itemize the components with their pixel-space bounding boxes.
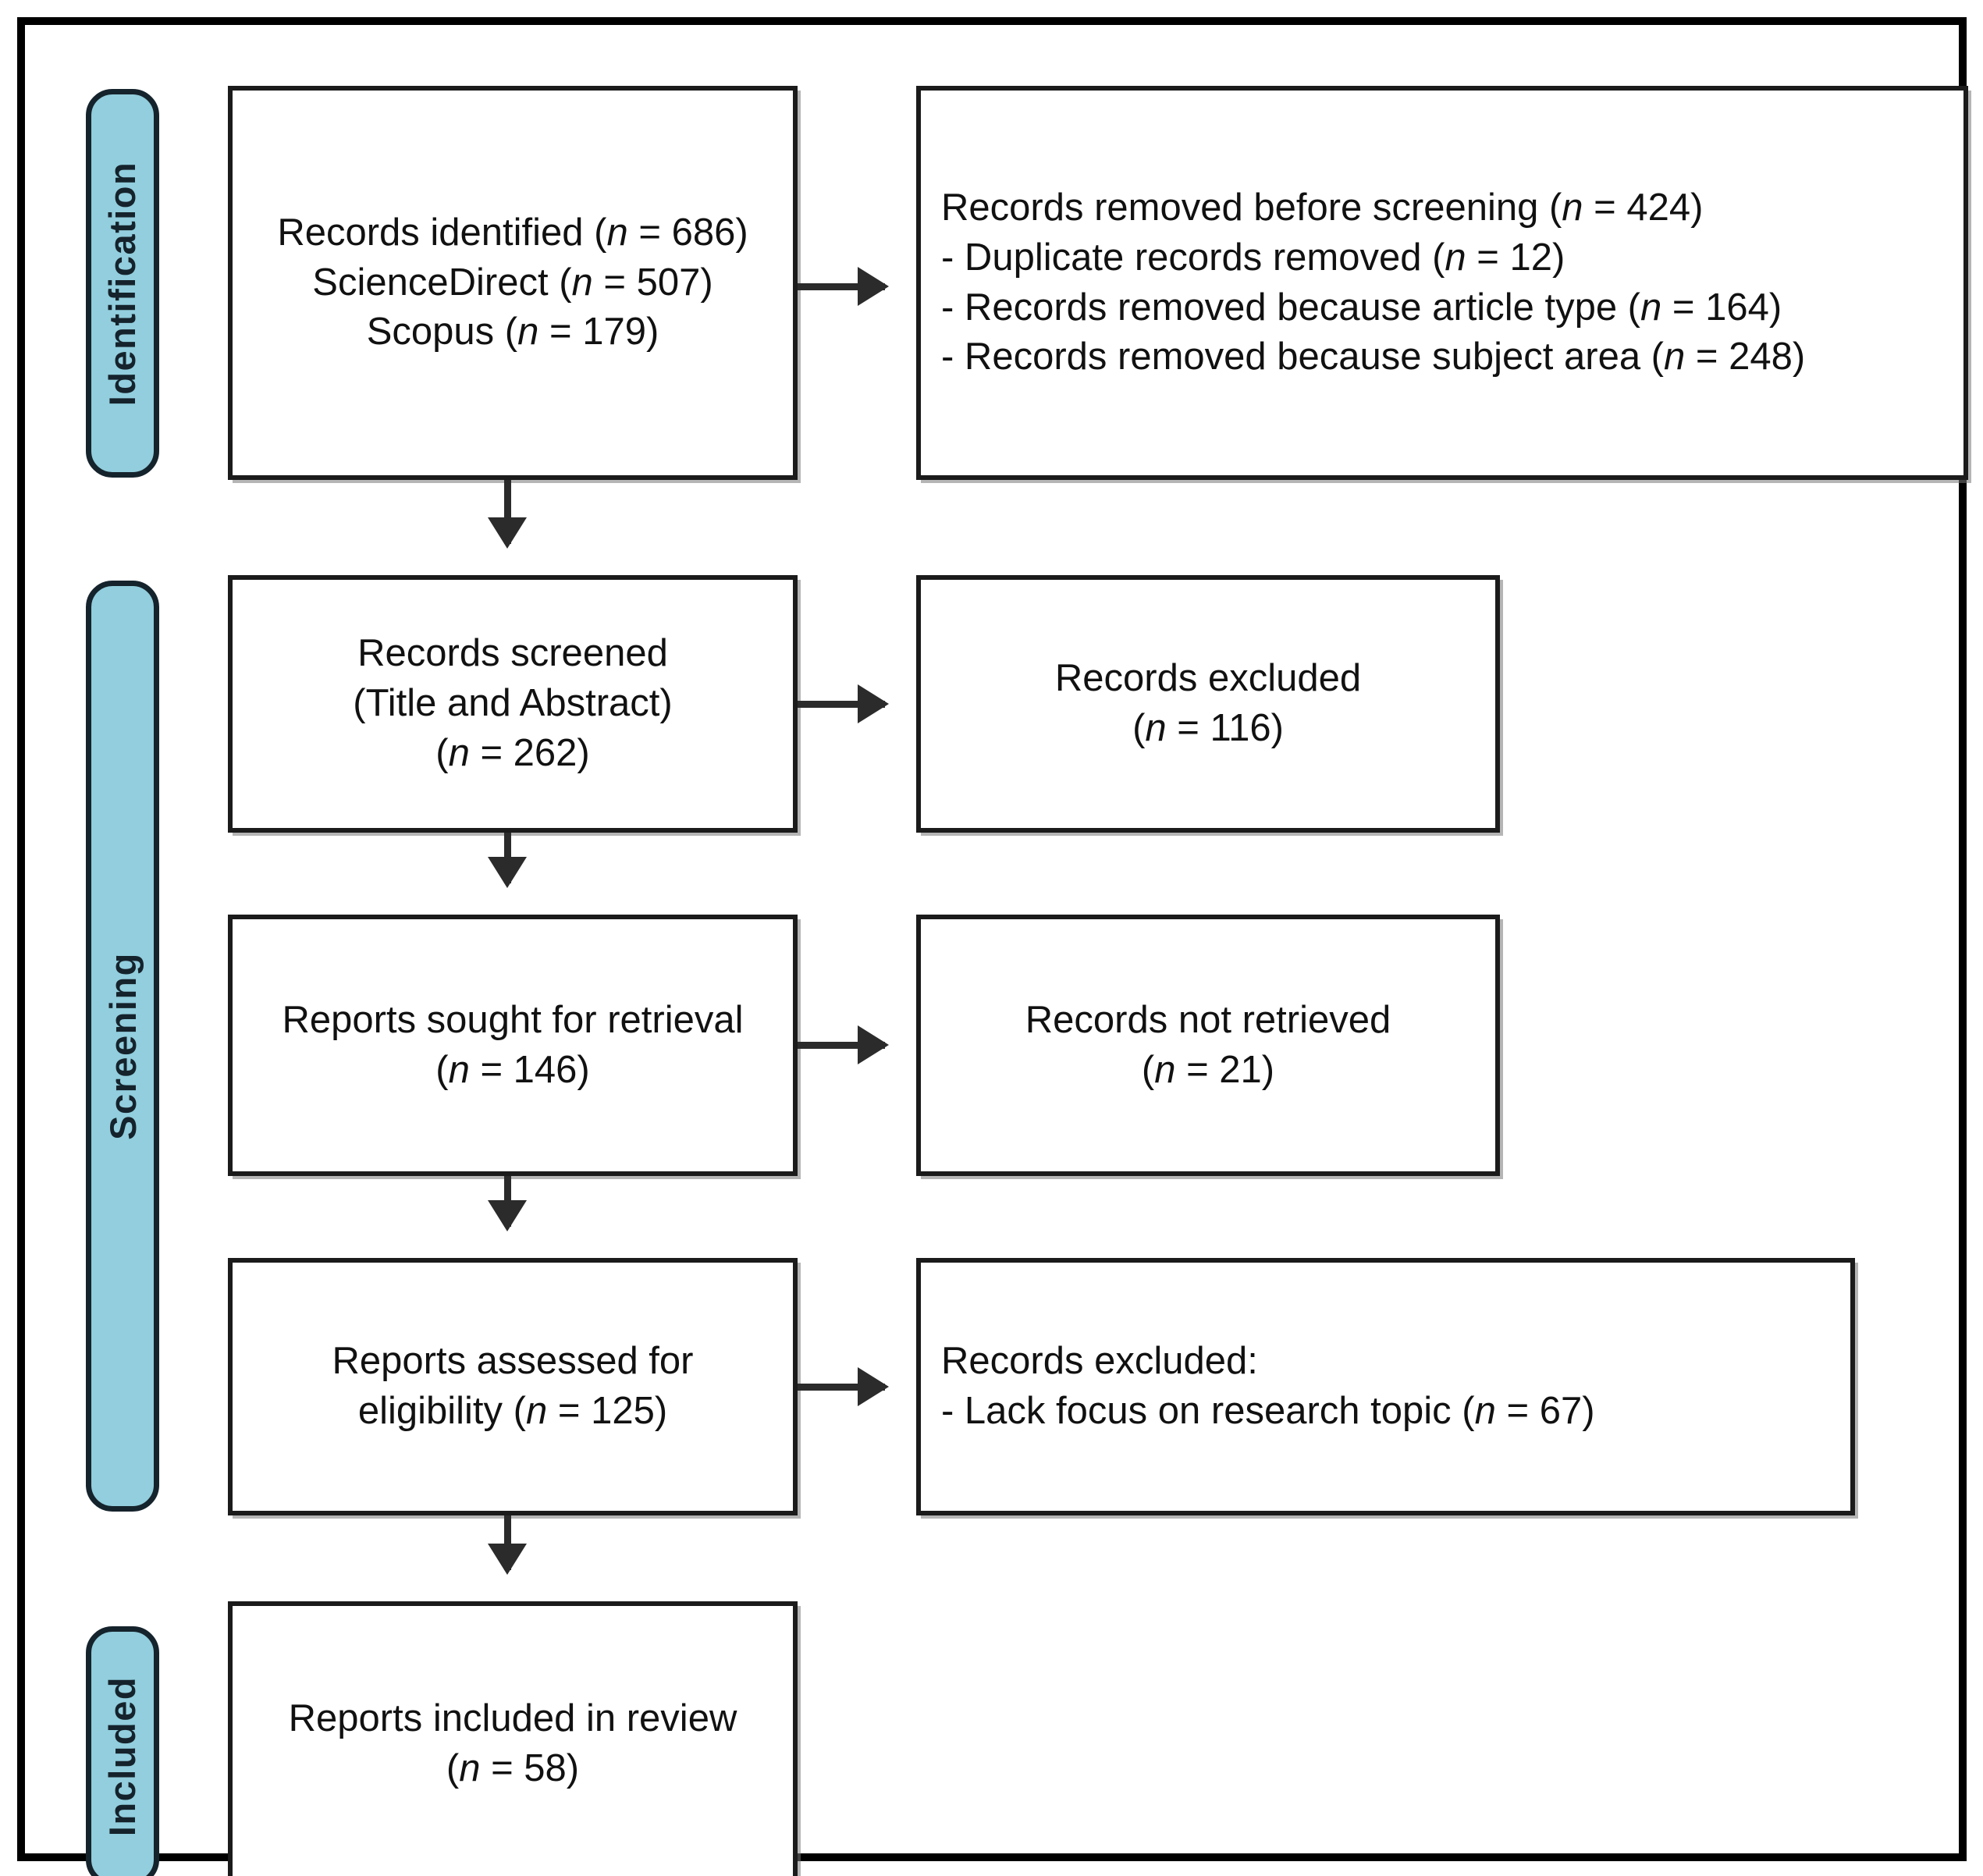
box-records-removed-text: Records removed before screening (n = 42…: [921, 183, 1963, 382]
box-records-screened-text: Records screened (Title and Abstract) (n =…: [233, 629, 793, 778]
box-text-line: (n = 116): [1132, 707, 1284, 749]
n-symbol: n: [1562, 187, 1583, 229]
arrow-assessed-to-included: [488, 1515, 527, 1575]
box-records-not-retrieved: Records not retrieved (n = 21): [916, 915, 1500, 1176]
box-text-line: - Duplicate records removed (n = 12): [941, 236, 1565, 279]
n-symbol: n: [448, 731, 470, 774]
arrow-sought-to-assessed: [488, 1176, 527, 1231]
stage-label-identification: Identification: [101, 161, 144, 406]
arrow-sought-to-notretrieved: [798, 1025, 889, 1064]
box-reports-included-in-review: Reports included in review (n = 58): [228, 1601, 798, 1876]
box-text-line: Scopus (n = 179): [366, 311, 659, 354]
stage-label-included: Included: [101, 1675, 144, 1837]
n-symbol: n: [1145, 707, 1167, 749]
box-records-not-retrieved-text: Records not retrieved (n = 21): [921, 996, 1495, 1095]
box-records-excluded-reasons: Records excluded: - Lack focus on researc…: [916, 1258, 1855, 1515]
box-text-line: Records screened: [357, 632, 668, 675]
box-records-identified-text: Records identified (n = 686) ScienceDirec…: [233, 208, 793, 357]
n-symbol: n: [459, 1746, 481, 1789]
box-text-line: ScienceDirect (n = 507): [312, 261, 713, 304]
box-text-line: Reports assessed for: [332, 1340, 694, 1383]
arrow-assessed-to-excluded: [798, 1367, 889, 1406]
diagram-frame: Identification Screening Included Record…: [17, 17, 1968, 1876]
n-symbol: n: [606, 211, 628, 254]
box-reports-assessed-text: Reports assessed for eligibility (n = 125…: [233, 1337, 793, 1436]
n-symbol: n: [1474, 1390, 1496, 1432]
box-records-excluded-reasons-text: Records excluded: - Lack focus on researc…: [921, 1337, 1850, 1436]
box-records-excluded: Records excluded (n = 116): [916, 575, 1500, 833]
box-text-line: (n = 146): [435, 1048, 590, 1091]
box-text-line: - Records removed because article type (…: [941, 286, 1782, 329]
box-reports-assessed-for-eligibility: Reports assessed for eligibility (n = 125…: [228, 1258, 798, 1515]
arrow-screened-to-excluded: [798, 684, 889, 723]
n-symbol: n: [1664, 336, 1686, 378]
box-text-line: Records excluded: [1054, 657, 1362, 700]
box-text-line: (n = 21): [1141, 1048, 1275, 1091]
box-reports-included-text: Reports included in review (n = 58): [233, 1694, 793, 1793]
stage-pill-screening: Screening: [86, 581, 159, 1512]
box-text-line: Records identified (n = 686): [277, 211, 748, 254]
box-records-screened: Records screened (Title and Abstract) (n =…: [228, 575, 798, 833]
arrow-identified-to-screened: [488, 480, 527, 549]
n-symbol: n: [571, 261, 593, 304]
box-text-line: eligibility (n = 125): [357, 1390, 668, 1432]
box-records-removed-before-screening: Records removed before screening (n = 42…: [916, 86, 1968, 480]
n-symbol: n: [1445, 236, 1466, 279]
box-reports-sought-for-retrieval: Reports sought for retrieval (n = 146): [228, 915, 798, 1176]
box-text-line: - Records removed because subject area (…: [941, 336, 1806, 378]
n-symbol: n: [525, 1390, 548, 1432]
box-text-line: (n = 262): [435, 731, 590, 774]
box-text-line: (n = 58): [446, 1746, 580, 1789]
stage-label-screening: Screening: [101, 952, 144, 1140]
box-records-identified: Records identified (n = 686) ScienceDirec…: [228, 86, 798, 480]
stage-pill-included: Included: [86, 1626, 159, 1876]
box-text-line: Reports included in review: [288, 1697, 737, 1739]
n-symbol: n: [517, 311, 539, 354]
stage-pill-identification: Identification: [86, 89, 159, 478]
n-symbol: n: [448, 1048, 470, 1091]
box-text-line: (Title and Abstract): [353, 682, 673, 725]
box-text-line: - Lack focus on research topic (n = 67): [941, 1390, 1595, 1432]
box-reports-sought-text: Reports sought for retrieval (n = 146): [233, 996, 793, 1095]
arrow-identified-to-removed: [798, 267, 889, 306]
n-symbol: n: [1640, 286, 1662, 329]
box-records-excluded-text: Records excluded (n = 116): [921, 654, 1495, 753]
box-text-line: Records removed before screening (n = 42…: [941, 187, 1704, 229]
arrow-screened-to-sought: [488, 833, 527, 888]
box-text-line: Records excluded:: [941, 1340, 1258, 1383]
n-symbol: n: [1154, 1048, 1176, 1091]
box-text-line: Reports sought for retrieval: [282, 998, 744, 1041]
box-text-line: Records not retrieved: [1025, 998, 1391, 1041]
